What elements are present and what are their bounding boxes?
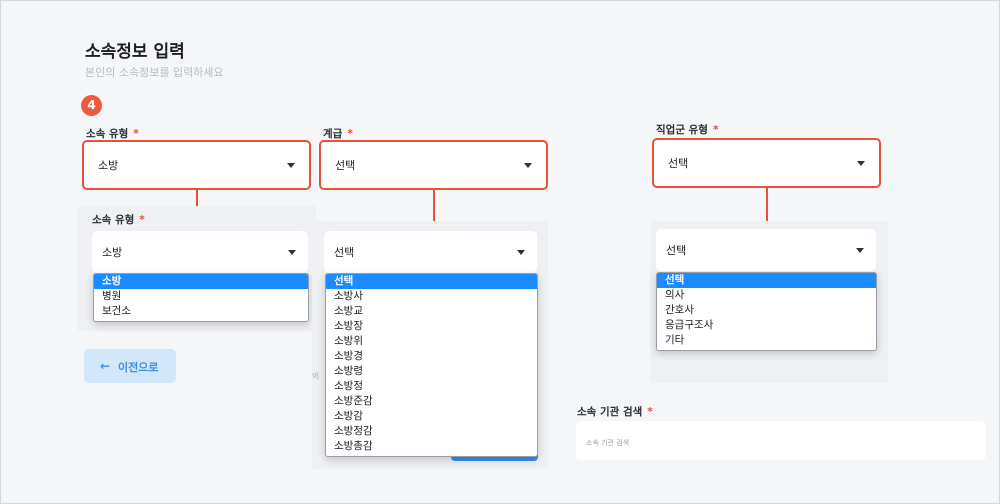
required-mark: * bbox=[133, 128, 139, 140]
option-rank[interactable]: 소방정 bbox=[334, 380, 363, 392]
option-fire[interactable]: 소방 bbox=[94, 274, 308, 289]
job-type-open-select[interactable]: 선택 bbox=[656, 229, 876, 271]
caret-down-icon bbox=[524, 163, 532, 168]
rank-label: 계급* bbox=[323, 128, 353, 140]
caret-down-icon bbox=[287, 163, 295, 168]
affiliation-type-label: 소속 유형* bbox=[86, 128, 139, 140]
caret-down-icon bbox=[857, 161, 865, 166]
option-select[interactable]: 선택 bbox=[657, 273, 876, 288]
option-rank[interactable]: 소방사 bbox=[334, 290, 363, 302]
affiliation-type-open-select[interactable]: 소방 bbox=[92, 231, 308, 273]
affiliation-type-select[interactable]: 소방 bbox=[82, 140, 311, 190]
affiliation-type-value: 소방 bbox=[98, 159, 119, 172]
page-subtitle: 본인의 소속정보를 입력하세요 bbox=[85, 66, 224, 79]
step-badge: 4 bbox=[81, 95, 102, 116]
org-search-input[interactable]: 소속 기관 검색 bbox=[576, 421, 986, 460]
job-type-select[interactable]: 선택 bbox=[652, 138, 881, 188]
option-rank[interactable]: 소방정감 bbox=[334, 425, 373, 437]
option-rank[interactable]: 소방위 bbox=[334, 335, 363, 347]
arrow-line bbox=[766, 188, 768, 222]
arrow-line bbox=[433, 190, 435, 223]
option-health-center[interactable]: 보건소 bbox=[102, 305, 131, 317]
job-type-value: 선택 bbox=[668, 157, 689, 170]
caret-down-icon bbox=[517, 250, 525, 255]
option-other[interactable]: 기타 bbox=[665, 334, 685, 346]
option-select[interactable]: 선택 bbox=[326, 274, 537, 289]
required-mark: * bbox=[647, 406, 653, 418]
required-mark: * bbox=[347, 128, 353, 140]
faded-text-fragment: 벽 bbox=[312, 372, 320, 381]
org-search-label: 소속 기관 검색* bbox=[577, 406, 653, 418]
affiliation-type-open-label: 소속 유형* bbox=[92, 214, 145, 226]
back-button[interactable]: ← 이전으로 bbox=[84, 349, 176, 383]
org-search-placeholder: 소속 기관 검색 bbox=[586, 439, 630, 447]
rank-value: 선택 bbox=[335, 159, 356, 172]
rank-options: 선택 소방사 소방교 소방장 소방위 소방경 소방령 소방정 소방준감 소방감 … bbox=[325, 273, 538, 457]
option-hospital[interactable]: 병원 bbox=[102, 290, 122, 302]
option-rank[interactable]: 소방준감 bbox=[334, 395, 373, 407]
rank-open-select[interactable]: 선택 bbox=[324, 231, 537, 273]
option-rank[interactable]: 소방경 bbox=[334, 350, 363, 362]
option-rank[interactable]: 소방교 bbox=[334, 305, 363, 317]
required-mark: * bbox=[712, 124, 719, 136]
page-title: 소속정보 입력 bbox=[85, 42, 185, 62]
option-doctor[interactable]: 의사 bbox=[665, 289, 685, 301]
required-mark: * bbox=[139, 214, 145, 226]
caret-down-icon bbox=[288, 250, 296, 255]
rank-open-value: 선택 bbox=[334, 246, 355, 259]
back-button-label: 이전으로 bbox=[118, 361, 159, 374]
option-nurse[interactable]: 간호사 bbox=[665, 304, 694, 316]
option-rank[interactable]: 소방감 bbox=[334, 410, 363, 422]
option-rank[interactable]: 소방장 bbox=[334, 320, 363, 332]
job-type-open-value: 선택 bbox=[666, 244, 687, 257]
affiliation-type-open-value: 소방 bbox=[102, 246, 123, 259]
job-type-options: 선택 의사 간호사 응급구조사 기타 bbox=[656, 272, 877, 351]
option-rank[interactable]: 소방총감 bbox=[334, 440, 373, 452]
job-type-label: 직업군 유형* bbox=[656, 124, 719, 136]
rank-select[interactable]: 선택 bbox=[319, 140, 548, 190]
caret-down-icon bbox=[856, 248, 864, 253]
option-rank[interactable]: 소방령 bbox=[334, 365, 363, 377]
affiliation-type-options: 소방 병원 보건소 bbox=[93, 273, 309, 322]
option-paramedic[interactable]: 응급구조사 bbox=[665, 319, 714, 331]
arrow-left-icon: ← bbox=[100, 359, 111, 373]
